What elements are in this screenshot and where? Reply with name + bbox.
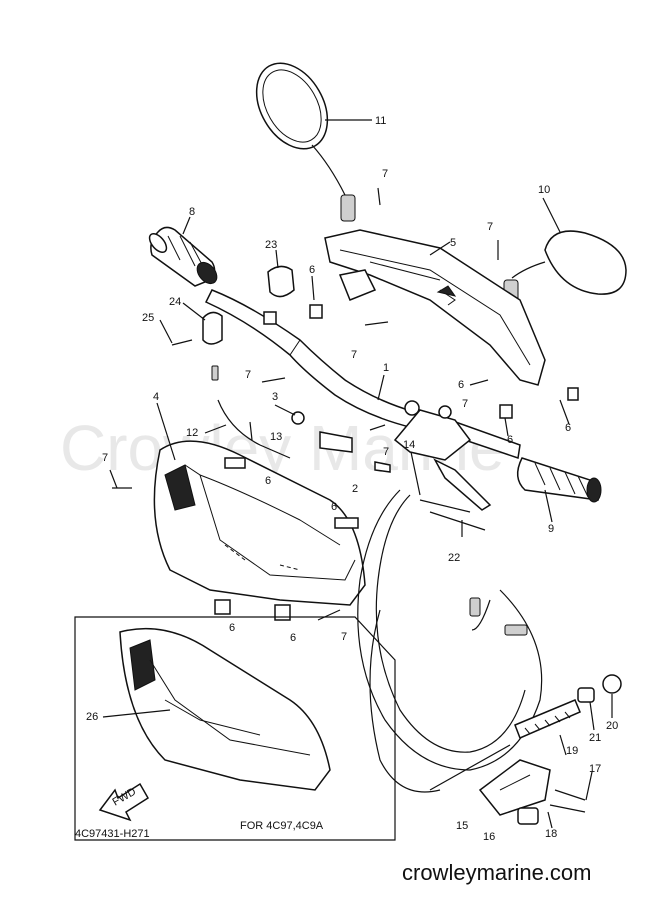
callout-5: 5 [450, 237, 456, 249]
handle-cover-lower [153, 440, 366, 606]
callout-23: 23 [265, 239, 277, 251]
callout-24: 24 [169, 296, 181, 308]
callout-15: 15 [456, 820, 468, 832]
inset-panel [74, 616, 396, 841]
mirror-right [503, 230, 627, 305]
callout-7f: 7 [383, 446, 389, 458]
cables [211, 365, 543, 793]
footer-url: crowleymarine.com [402, 860, 592, 885]
brake-lever-assembly [393, 400, 492, 511]
callout-6f: 6 [507, 434, 513, 446]
callout-19: 19 [566, 745, 578, 757]
callout-11: 11 [375, 115, 386, 127]
grip-left [148, 226, 218, 287]
callout-13: 13 [270, 431, 282, 443]
callout-6g: 6 [565, 422, 571, 434]
grip-right [516, 457, 602, 503]
callout-14: 14 [403, 439, 415, 451]
upper-handle-cover [324, 229, 546, 386]
callout-6e: 6 [290, 632, 296, 644]
callout-8: 8 [189, 206, 195, 218]
callout-7d: 7 [245, 369, 251, 381]
callout-6c: 6 [331, 501, 337, 513]
fwd-arrow-icon: FWD [98, 782, 150, 822]
callout-20: 20 [606, 720, 618, 732]
callout-17: 17 [589, 763, 601, 775]
callout-7e: 7 [462, 398, 468, 410]
callout-6a: 6 [309, 264, 315, 276]
callouts: 1 2 3 4 5 6 6 6 6 6 6 6 6 7 7 7 7 7 7 7 … [86, 115, 618, 843]
callout-6b: 6 [265, 475, 271, 487]
inset-label: FOR 4C97,4C9A [240, 820, 324, 832]
callout-2: 2 [352, 483, 358, 495]
callout-26: 26 [86, 711, 98, 723]
callout-7b: 7 [487, 221, 493, 233]
small-parts [112, 187, 579, 621]
callout-4: 4 [153, 391, 159, 403]
callout-22: 22 [448, 552, 460, 564]
callout-18: 18 [545, 828, 557, 840]
callout-1: 1 [383, 362, 389, 374]
part-code: 4C97431-H271 [75, 828, 150, 840]
callout-7g: 7 [102, 452, 108, 464]
handlebar [204, 289, 521, 459]
callout-9: 9 [548, 523, 554, 535]
bracket-assembly [478, 759, 586, 825]
callout-7h: 7 [341, 631, 347, 643]
mirror-left [255, 62, 356, 222]
callout-6h: 6 [458, 379, 464, 391]
callout-16: 16 [483, 831, 495, 843]
callout-7a: 7 [382, 168, 388, 180]
leader-lines [109, 216, 613, 829]
callout-21: 21 [589, 732, 601, 744]
callout-6d: 6 [229, 622, 235, 634]
callout-10: 10 [538, 184, 550, 196]
callout-25: 25 [142, 312, 154, 324]
throttle-parts [429, 674, 622, 791]
callout-3: 3 [272, 391, 278, 403]
callout-7c: 7 [351, 349, 357, 361]
callout-12: 12 [186, 427, 198, 439]
